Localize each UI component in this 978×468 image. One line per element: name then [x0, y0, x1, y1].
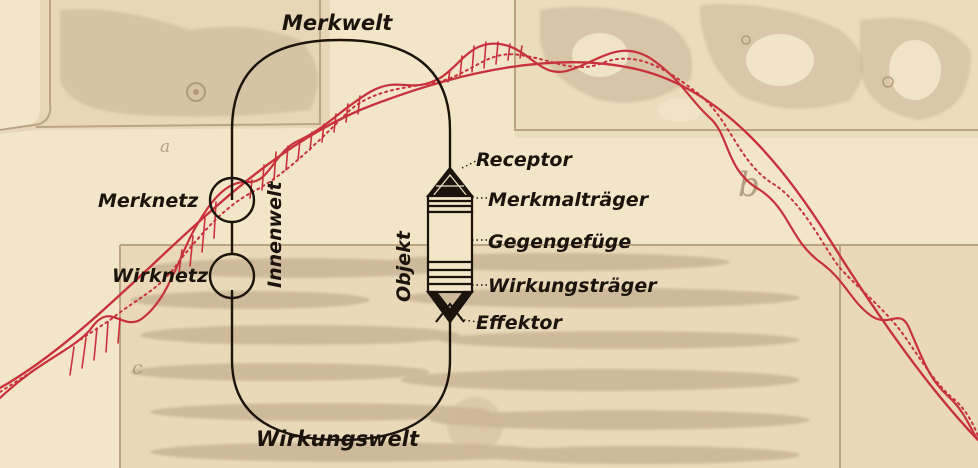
label-wirkungstraeger: Wirkungsträger [488, 275, 658, 297]
label-objekt: Objekt [393, 230, 415, 302]
panel-letter-a: a [160, 137, 170, 157]
merkmaltraeger-block [428, 196, 472, 212]
label-gegengefuege: Gegengefüge [488, 231, 631, 253]
label-innenwelt: Innenwelt [264, 181, 286, 288]
panel-letter-c: c [132, 357, 143, 379]
label-wirknetz: Wirknetz [112, 265, 209, 287]
label-effektor: Effektor [476, 312, 563, 334]
label-wirkungswelt: Wirkungswelt [256, 427, 420, 451]
label-merkwelt: Merkwelt [282, 11, 393, 35]
gegengefuege-block [428, 212, 472, 262]
label-merknetz: Merknetz [98, 190, 199, 212]
label-receptor: Receptor [476, 149, 573, 171]
label-merkmaltraeger: Merkmalträger [488, 189, 650, 211]
